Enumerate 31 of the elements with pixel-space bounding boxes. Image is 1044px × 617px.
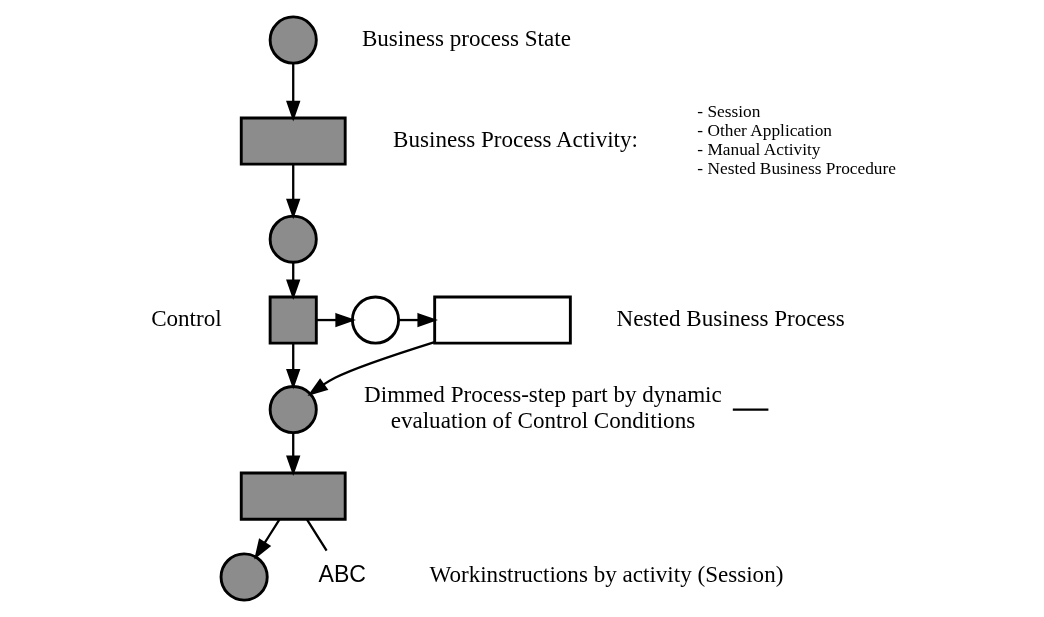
label: - Session xyxy=(697,102,761,122)
connector xyxy=(305,518,328,552)
node-text: Dimmed Process-step part by dynamic evaluation of Control Conditions xyxy=(364,381,722,434)
arrow xyxy=(286,63,301,122)
node-box xyxy=(239,471,347,521)
node-circle xyxy=(268,214,318,264)
arrow xyxy=(254,518,281,560)
arrow xyxy=(316,312,356,328)
arrow xyxy=(307,340,435,396)
node-circle xyxy=(268,385,318,435)
connector xyxy=(732,408,769,411)
node-label: Nested Business Process xyxy=(616,304,845,331)
label: - Other Application xyxy=(697,121,832,141)
label: - Nested Business Procedure xyxy=(697,158,896,178)
node-label: Business process State xyxy=(361,24,571,51)
arrow xyxy=(286,343,301,390)
node-label: Control xyxy=(151,304,222,331)
node-circle xyxy=(268,15,318,65)
node-circle xyxy=(350,295,401,345)
node-box xyxy=(239,116,347,166)
node-box xyxy=(433,295,572,345)
arrow xyxy=(286,164,301,220)
node-label: Business Process Activity: xyxy=(393,125,638,152)
node-circle xyxy=(219,552,269,602)
arrow xyxy=(286,262,301,300)
node-label: Workinstructions by activity (Session) xyxy=(429,561,784,588)
node-text: ABC xyxy=(318,561,367,588)
label: - Manual Activity xyxy=(697,139,821,159)
node-box xyxy=(268,295,318,345)
arrow xyxy=(398,312,438,328)
arrow xyxy=(286,433,301,477)
